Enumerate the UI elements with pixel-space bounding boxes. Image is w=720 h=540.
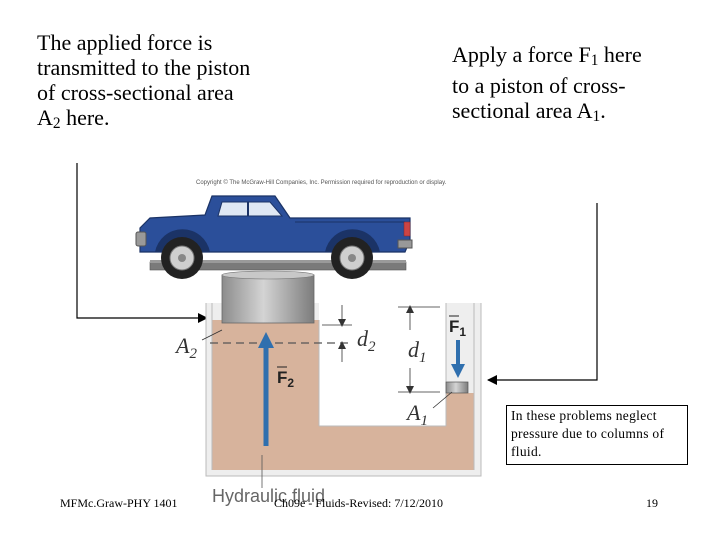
left-line-4-pre: A <box>37 105 53 130</box>
fluid-bottom-channel <box>212 426 474 470</box>
lift-platform <box>149 260 407 271</box>
a1-pointer <box>432 391 453 409</box>
page-number: 19 <box>646 496 658 510</box>
footer-center: Ch09e - Fluids-Revised: 7/12/2010 <box>274 496 443 510</box>
label-a2: A2 <box>174 333 197 362</box>
pickup-truck <box>135 195 413 279</box>
right-line-1-post: here <box>598 42 642 67</box>
left-annotation: The applied force is transmitted to the … <box>37 30 297 136</box>
inner-wall <box>319 303 446 426</box>
right-line-1-pre: Apply a force F <box>452 42 591 67</box>
label-a1: A1 <box>405 400 428 429</box>
right-line-3: sectional area A1. <box>452 98 682 129</box>
large-piston <box>221 270 315 324</box>
left-line-4-post: here. <box>60 105 110 130</box>
caption-hydraulic-fluid: Hydraulic fluid <box>212 486 325 506</box>
copyright-notice: Copyright © The McGraw-Hill Companies, I… <box>196 180 447 186</box>
label-d2: d2 <box>357 326 376 355</box>
rear-wheel <box>331 237 373 279</box>
d2-dimension <box>322 305 352 362</box>
container <box>205 303 482 477</box>
right-line-1: Apply a force F1 here <box>452 42 682 73</box>
right-line-2: to a piston of cross- <box>452 73 626 98</box>
note-box: In these problems neglect pressure due t… <box>506 405 688 465</box>
footer-left: MFMc.Graw-PHY 1401 <box>60 496 178 510</box>
label-f2: F2 <box>277 368 294 390</box>
small-piston <box>445 381 469 394</box>
fluid-small-chamber <box>446 393 474 433</box>
force-f1-arrow <box>451 340 465 378</box>
left-line-2: transmitted to the piston <box>37 55 251 80</box>
right-line-3-sub: 1 <box>592 108 601 125</box>
right-line-1-sub: 1 <box>590 52 599 69</box>
label-d1: d1 <box>408 337 427 366</box>
left-line-4-sub: 2 <box>52 115 61 132</box>
label-f1: F1 <box>449 317 466 339</box>
front-wheel <box>161 237 203 279</box>
left-pointer-line <box>76 163 208 323</box>
force-f2-arrow <box>258 332 274 446</box>
d1-dimension <box>398 305 440 394</box>
right-line-3-post: . <box>600 98 606 123</box>
a2-pointer <box>201 329 223 341</box>
left-line-4: A2 here. <box>37 105 297 136</box>
right-line-3-pre: sectional area A <box>452 98 593 123</box>
left-line-3: of cross-sectional area <box>37 80 234 105</box>
right-annotation: Apply a force F1 here to a piston of cro… <box>452 42 682 129</box>
left-line-1: The applied force is <box>37 30 213 55</box>
right-pointer-line <box>487 203 598 385</box>
